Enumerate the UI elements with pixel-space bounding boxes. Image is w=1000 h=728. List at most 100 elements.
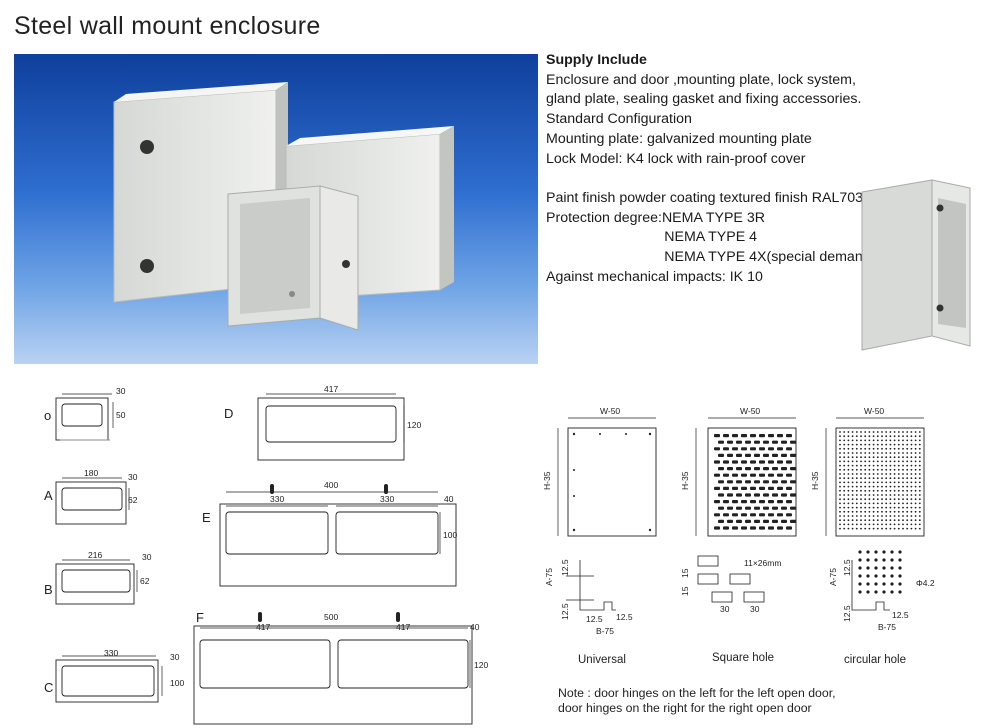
circular-hole [918, 527, 921, 530]
circular-hole [876, 473, 879, 475]
dim-circular-w: W-50 [864, 406, 884, 416]
dim-c-w: 30 [170, 652, 180, 662]
circular-hole [868, 527, 871, 530]
circular-hole [864, 477, 867, 480]
circular-hole [860, 456, 862, 459]
circular-hole [906, 456, 909, 459]
square-hole [745, 506, 751, 510]
circular-hole [914, 443, 917, 446]
square-hole [754, 453, 760, 457]
circular-hole [843, 481, 846, 484]
circular-hole [893, 464, 896, 467]
circular-hole [872, 460, 875, 463]
circular-hole [876, 485, 879, 488]
circular-hole [855, 456, 858, 459]
circular-hole [876, 527, 879, 530]
circular-hole [906, 431, 909, 433]
circular-hole [897, 456, 900, 459]
circular-hole [876, 515, 879, 517]
square-hole [741, 526, 747, 530]
circular-hole [864, 464, 867, 467]
circular-hole [874, 558, 878, 562]
square-hole [727, 467, 733, 471]
circular-hole [843, 502, 846, 505]
circular-hole [872, 443, 875, 446]
circular-hole [893, 435, 896, 438]
circular-hole [851, 456, 854, 459]
square-hole [732, 500, 738, 504]
circular-hole [885, 452, 888, 454]
circular-hole [855, 523, 858, 526]
circular-hole [839, 452, 841, 454]
circular-hole [851, 435, 854, 438]
circular-hole [918, 477, 921, 480]
circular-hole [914, 515, 917, 517]
circular-hole [918, 481, 921, 484]
circular-hole [893, 431, 896, 433]
square-hole [768, 434, 774, 438]
circular-hole [893, 485, 896, 488]
square-hole [763, 453, 769, 457]
circular-hole [864, 502, 867, 505]
circular-hole [889, 494, 892, 496]
circular-hole [872, 527, 875, 530]
square-hole [790, 480, 796, 484]
dim-circular-d2: 12.5 [842, 605, 852, 622]
circular-hole [902, 473, 904, 475]
circular-hole [889, 515, 892, 517]
circular-hole [885, 439, 888, 442]
circular-hole [855, 506, 858, 509]
plate-label-b: B [44, 582, 53, 597]
square-hole [750, 434, 756, 438]
circular-hole [918, 460, 921, 463]
dim-o-w: 30 [116, 386, 126, 396]
circular-hole [864, 460, 867, 463]
circular-hole [902, 431, 904, 433]
circular-hole [855, 464, 858, 467]
circular-hole [890, 590, 894, 594]
circular-hole [914, 452, 917, 454]
circular-hole [851, 431, 854, 433]
circular-hole [872, 489, 875, 492]
circular-hole [914, 460, 917, 463]
circular-hole [897, 515, 900, 517]
dim-square-p1: 15 [680, 568, 690, 578]
square-hole [718, 467, 724, 471]
square-hole [759, 513, 765, 517]
square-hole [723, 447, 729, 451]
circular-hole [864, 506, 867, 509]
square-hole [732, 513, 738, 517]
circular-hole [918, 456, 921, 459]
circular-hole [847, 439, 850, 442]
circular-hole [882, 574, 886, 578]
circular-hole [885, 473, 888, 475]
circular-hole [858, 574, 862, 578]
square-hole [714, 434, 720, 438]
circular-hole [910, 510, 913, 513]
square-hole [723, 460, 729, 464]
spec-line: Mounting plate: galvanized mounting plat… [546, 130, 812, 147]
circular-hole [872, 494, 875, 496]
circular-hole [860, 519, 862, 522]
dim-circular-h: H-35 [810, 471, 820, 490]
circular-hole [893, 510, 896, 513]
square-hole [714, 526, 720, 530]
dim-square-w: W-50 [740, 406, 760, 416]
circular-hole [843, 443, 846, 446]
circular-hole [858, 590, 862, 594]
circular-hole [864, 447, 867, 450]
square-hole [777, 460, 783, 464]
circular-hole [902, 456, 904, 459]
circular-hole [872, 452, 875, 454]
circular-hole [839, 527, 841, 530]
square-hole [754, 467, 760, 471]
circular-hole [860, 473, 862, 475]
circular-hole [851, 473, 854, 475]
circular-hole [897, 494, 900, 496]
circular-hole [893, 456, 896, 459]
circular-hole [910, 439, 913, 442]
circular-hole [864, 481, 867, 484]
circular-hole [918, 431, 921, 433]
circular-hole [897, 477, 900, 480]
circular-hole [851, 477, 854, 480]
